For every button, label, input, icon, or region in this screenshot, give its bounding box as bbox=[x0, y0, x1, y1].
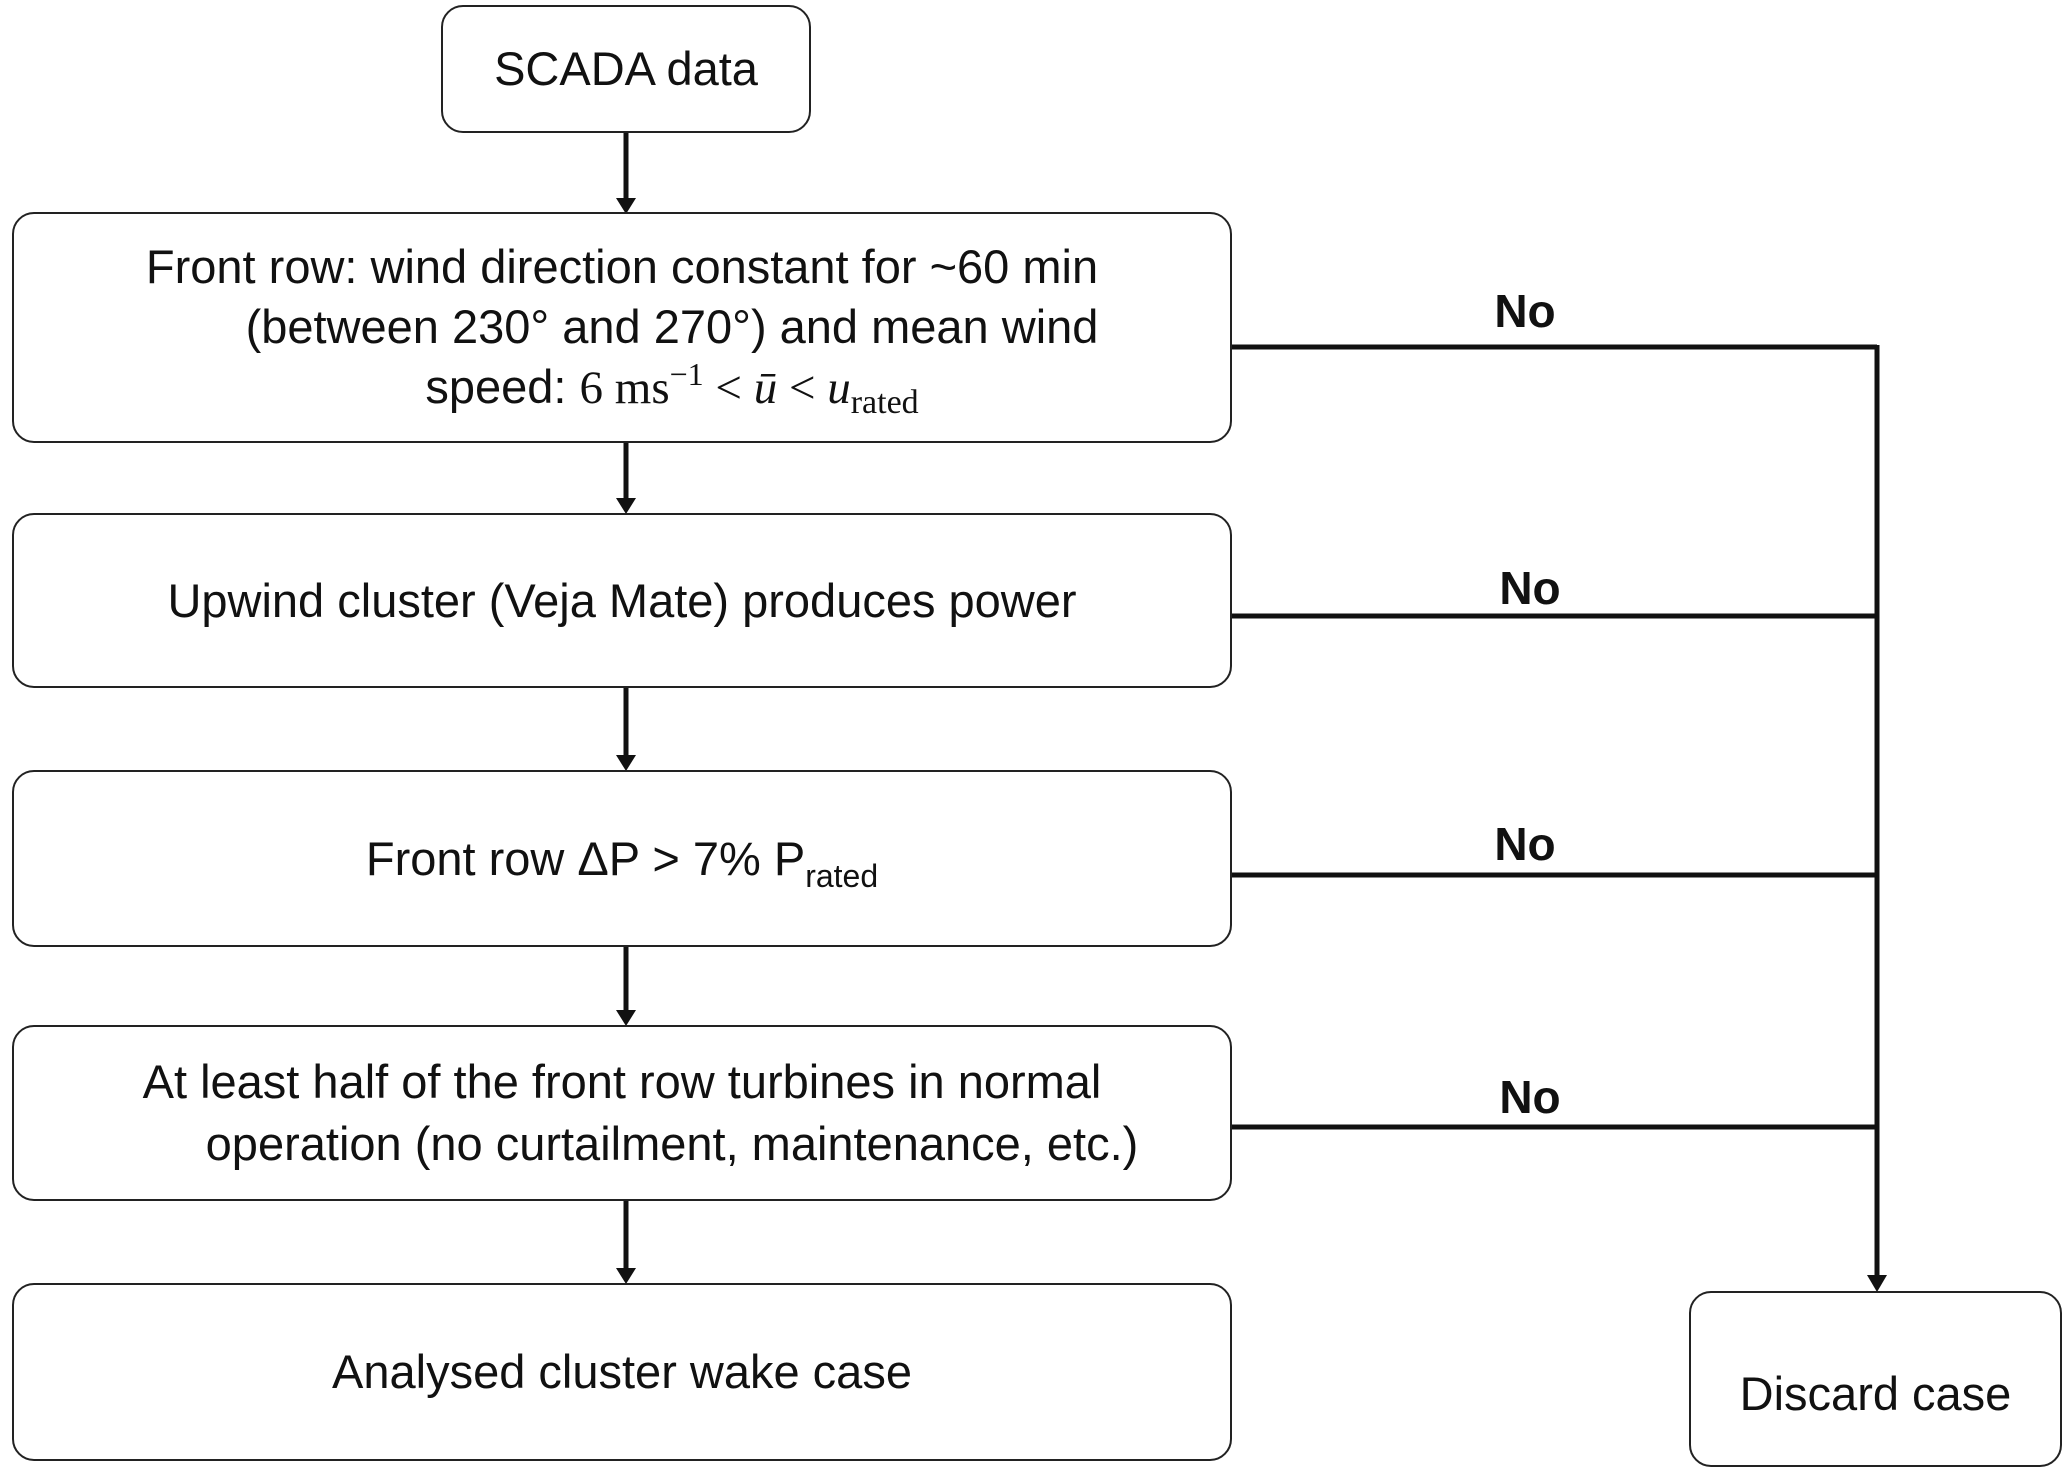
delta-p-label: Front row ΔP > 7% Prated bbox=[365, 828, 878, 892]
arrowhead-scada bbox=[616, 198, 636, 214]
discard-case-label: Discard case bbox=[1739, 1367, 2012, 1420]
math-exponent: −1 bbox=[669, 356, 704, 392]
analysed-case-box: Analysed cluster wake case bbox=[12, 1283, 1232, 1461]
arrowhead-delta-p bbox=[616, 1010, 636, 1026]
scada-data-box: SCADA data bbox=[441, 5, 811, 133]
wind-speed-inequality: 6 ms−1 < ū < urated bbox=[579, 358, 919, 420]
upwind-cluster-label: Upwind cluster (Veja Mate) produces powe… bbox=[167, 573, 1077, 627]
no-label-2: No bbox=[1499, 562, 1561, 614]
arrowhead-half bbox=[616, 1268, 636, 1284]
no-label-1: No bbox=[1494, 285, 1556, 337]
delta-p-subscript: rated bbox=[805, 857, 879, 894]
arrowhead-front-row bbox=[616, 498, 636, 514]
half-turbines-line-2: operation (no curtailment, maintenance, … bbox=[205, 1117, 1139, 1170]
front-row-condition-box: Front row: wind direction constant for ~… bbox=[12, 212, 1232, 443]
no-label-4: No bbox=[1499, 1071, 1561, 1123]
front-row-line-2: (between 230° and 270°) and mean wind bbox=[245, 300, 1099, 353]
math-less-than-2: < bbox=[788, 362, 816, 414]
scada-data-label: SCADA data bbox=[494, 42, 758, 95]
no-label-3: No bbox=[1494, 818, 1556, 870]
discard-case-box: Discard case bbox=[1689, 1291, 2062, 1467]
arrowhead-discard bbox=[1867, 1275, 1887, 1292]
front-row-line-3: speed: 6 ms−1 < ū < urated bbox=[325, 357, 919, 420]
arrowhead-upwind bbox=[616, 755, 636, 771]
math-u-bar: ū bbox=[753, 362, 778, 414]
math-six: 6 bbox=[579, 362, 604, 414]
half-turbines-box: At least half of the front row turbines … bbox=[12, 1025, 1232, 1201]
math-ms: ms bbox=[614, 362, 670, 414]
delta-p-main: Front row ΔP > 7% P bbox=[365, 831, 806, 885]
half-turbines-line-1: At least half of the front row turbines … bbox=[142, 1055, 1102, 1108]
delta-p-box: Front row ΔP > 7% Prated bbox=[12, 770, 1232, 947]
front-row-line-1: Front row: wind direction constant for ~… bbox=[145, 240, 1099, 293]
math-u: u bbox=[827, 362, 851, 414]
math-rated-subscript: rated bbox=[850, 384, 919, 421]
speed-label: speed: bbox=[425, 360, 567, 413]
math-less-than-1: < bbox=[715, 362, 742, 414]
analysed-case-label: Analysed cluster wake case bbox=[332, 1345, 912, 1398]
upwind-cluster-box: Upwind cluster (Veja Mate) produces powe… bbox=[12, 513, 1232, 688]
